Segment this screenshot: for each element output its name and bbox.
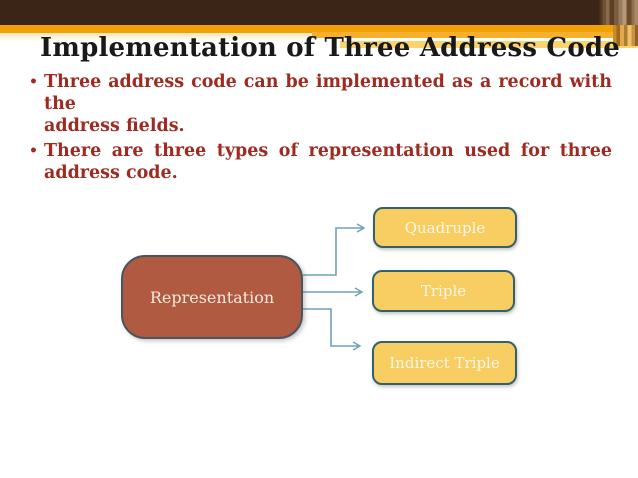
accent-stripe (0, 25, 638, 33)
header-band (0, 0, 638, 25)
connector-to-indirect-triple (303, 308, 362, 351)
slide-title: Implementation of Three Address Code (40, 33, 620, 63)
node-indirect-triple: Indirect Triple (372, 341, 517, 385)
title-band-amber (312, 32, 638, 38)
bullet-item: Three address code can be implemented as… (28, 71, 612, 137)
header-edge-stripes (597, 0, 638, 25)
node-triple: Triple (372, 270, 515, 312)
accent-fade (0, 33, 320, 41)
node-representation-label: Representation (149, 287, 275, 307)
accent-edge-stripes (613, 25, 638, 46)
bullet-list: Three address code can be implemented as… (28, 71, 612, 187)
bullet-text-line: Three address code can be implemented as… (44, 72, 612, 114)
title-band-yellow (340, 41, 638, 48)
node-representation: Representation (121, 255, 303, 339)
bullet-text-line: address code. (44, 163, 178, 183)
node-indirect-triple-label: Indirect Triple (389, 354, 500, 372)
node-triple-label: Triple (420, 282, 467, 300)
bullet-text-line: address fields. (44, 116, 185, 136)
bullet-text-line: There are three types of representation … (44, 141, 612, 161)
node-quadruple-label: Quadruple (404, 218, 486, 237)
connector-to-quadruple (303, 223, 366, 276)
bullet-item: There are three types of representation … (28, 140, 612, 184)
title-band-white-line (312, 38, 604, 41)
node-quadruple: Quadruple (373, 207, 517, 248)
